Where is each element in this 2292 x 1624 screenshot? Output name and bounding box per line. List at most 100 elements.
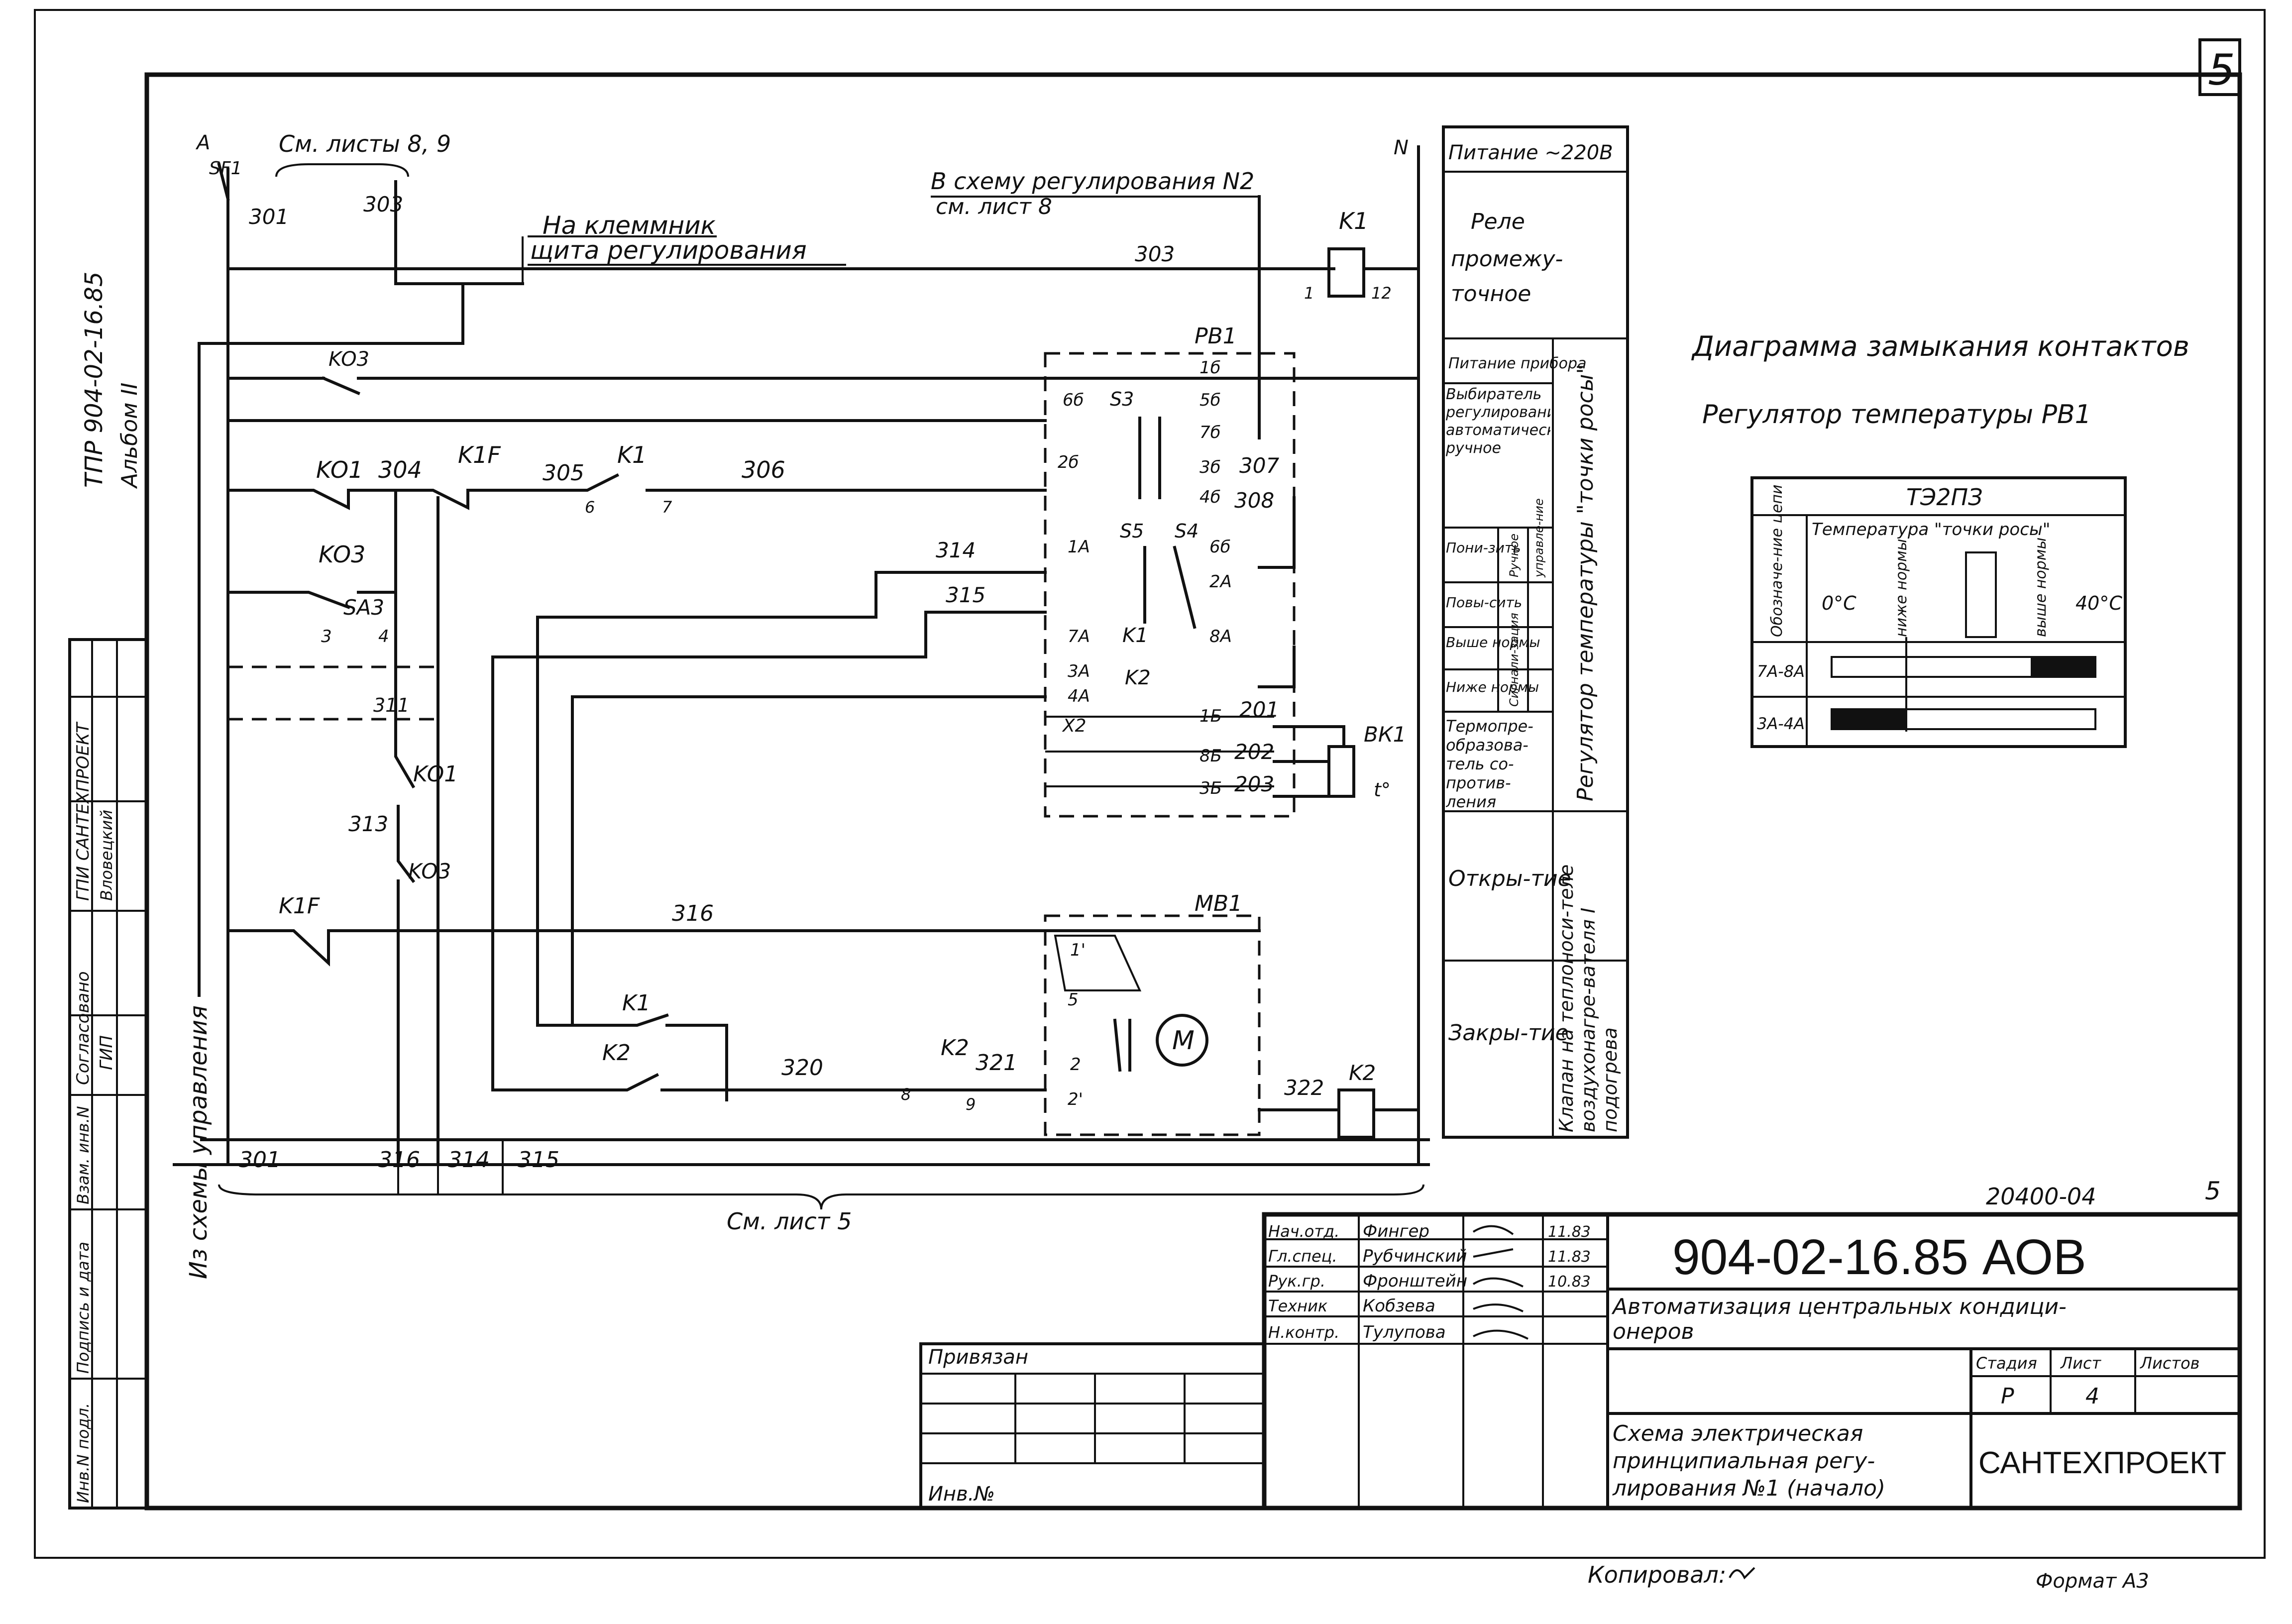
rv1-k1-label: K1 xyxy=(1122,624,1148,647)
motor-circle xyxy=(1156,1014,1208,1067)
k1-contact-label: K1 xyxy=(617,441,647,468)
sf1-label: SF1 xyxy=(209,158,242,179)
inner-frame xyxy=(144,72,2242,1511)
t40-label: 40°С xyxy=(2075,592,2122,614)
rv1-regulator-block: РВ1 1б 5б 7б 3б 4б 6б 2А 8А 1А 7А 3А 4А … xyxy=(1044,324,1296,818)
wire-314: 314 xyxy=(936,538,976,562)
k1-pin-1: 1 xyxy=(1304,284,1314,303)
bk1-sensor xyxy=(1327,745,1355,798)
legend-column: Питание ~220В Реле промежу- точное Питан… xyxy=(1442,125,1629,1139)
pin-6: 6 xyxy=(585,498,595,517)
stamp-title-2: принципиальная регу- xyxy=(1613,1448,1875,1474)
album-label: Альбом II xyxy=(117,383,142,489)
k1-out-label: K1 xyxy=(622,990,651,1016)
sa3-pin-4: 4 xyxy=(378,627,389,647)
legend-relay-2: промежу- xyxy=(1451,246,1563,272)
stamp-title-1: Схема электрическая xyxy=(1613,1421,1863,1446)
copier-signature xyxy=(1729,1567,1755,1580)
legend-regulator: Регулятор температуры "точки росы" xyxy=(1573,364,1598,801)
legend-selector: Выбиратель регулирования автоматическое … xyxy=(1446,386,1550,457)
wire-304: 304 xyxy=(378,456,422,483)
stamp-org: САНТЕХПРОЕКТ xyxy=(1978,1446,2226,1480)
stamp-object-1: Автоматизация центральных кондици- xyxy=(1611,1294,2067,1319)
mv1-label: МВ1 xyxy=(1195,891,1242,916)
contact-table-header: ТЭ2ПЗ xyxy=(1906,484,1983,511)
t0-label: 0°С xyxy=(1822,592,1856,614)
col-designation: Обозначе-ние цепи xyxy=(1768,484,1786,637)
bk1-label: ВК1 xyxy=(1364,722,1406,747)
role-0: Нач.отд. xyxy=(1268,1222,1339,1241)
legend-device-power: Питание прибора xyxy=(1448,355,1586,372)
legend-converter: Термопре-образова-тель со-против-ления xyxy=(1446,717,1533,811)
ko1-label: KO1 xyxy=(316,456,363,483)
name-4: Тулупова xyxy=(1363,1322,1446,1342)
wire-303-top: 303 xyxy=(363,192,403,217)
k1f-lower-label: K1F xyxy=(279,893,320,919)
legend-close: Закры-тие xyxy=(1448,1020,1569,1046)
rv1-t16: 2б xyxy=(1058,452,1079,472)
rv1-t3: 7б xyxy=(1200,423,1221,442)
gip-org: ГПИ САНТЕХПРОЕКТ xyxy=(73,722,93,901)
k1-coil xyxy=(1327,247,1365,298)
rv1-t7: 2А xyxy=(1209,572,1232,592)
s3-label: S3 xyxy=(1110,388,1134,410)
x2-label: X2 xyxy=(1062,716,1087,736)
k2-coil-label: K2 xyxy=(1349,1061,1376,1085)
date-0: 11.83 xyxy=(1548,1223,1591,1241)
sheet-value: 4 xyxy=(2085,1384,2099,1409)
s5-label: S5 xyxy=(1120,520,1144,542)
signatures xyxy=(1472,1225,1528,1340)
sa3-label: SA3 xyxy=(343,595,384,620)
page-above-stamp: 5 xyxy=(2205,1177,2221,1205)
rv1-t12: 4А xyxy=(1068,686,1090,706)
mv1-pin-5: 5 xyxy=(1068,990,1079,1010)
wire-201: 201 xyxy=(1239,697,1279,722)
legend-manual-2: управле-ние xyxy=(1532,498,1546,578)
row-3a-4a: 3А-4А xyxy=(1757,714,1805,733)
bus-n-label: N xyxy=(1394,136,1409,159)
stage-label: Стадия xyxy=(1976,1354,2037,1373)
mv1-pin-1p: 1' xyxy=(1070,940,1086,960)
legend-lower: Пони-зить xyxy=(1446,540,1521,556)
format-label: Формат А3 xyxy=(2036,1570,2149,1593)
bottom-wire-315: 315 xyxy=(518,1147,559,1173)
contact-diagram-subtitle: Регулятор температуры РВ1 xyxy=(1702,400,2091,430)
legend-relay-3: точное xyxy=(1451,281,1531,307)
legend-power: Питание ~220В xyxy=(1448,141,1613,164)
k2-contact-label: K2 xyxy=(941,1035,969,1061)
bus-a-label: A xyxy=(195,131,210,154)
rv1-t17: 6б xyxy=(1063,390,1084,410)
name-2: Фронштейн xyxy=(1363,1271,1467,1291)
sheets-label: Листов xyxy=(2140,1354,2200,1373)
stamp-title-3: лирования №1 (начало) xyxy=(1612,1476,1885,1501)
wire-315: 315 xyxy=(946,583,985,607)
rv1-k2-label: K2 xyxy=(1125,666,1151,689)
ko1-lower-label: KO1 xyxy=(413,761,458,787)
wire-305: 305 xyxy=(543,460,584,486)
reg-scheme-2: см. лист 8 xyxy=(936,194,1052,219)
copied-by: Копировал: xyxy=(1588,1561,1726,1588)
below-label: ниже нормы xyxy=(1893,539,1910,637)
legend-signal: Сигнали-зация xyxy=(1507,613,1521,707)
ko3-top-label: KO3 xyxy=(328,348,369,371)
see-sheet-5: См. лист 5 xyxy=(727,1208,852,1235)
bottom-bracket xyxy=(218,1184,1424,1210)
k1-pin-12: 12 xyxy=(1371,284,1392,303)
k2-coil xyxy=(1337,1088,1375,1139)
wire-313: 313 xyxy=(348,812,388,836)
see-sheets-label: См. листы 8, 9 xyxy=(279,130,451,157)
date-2: 10.83 xyxy=(1548,1273,1591,1291)
role-1: Гл.спец. xyxy=(1268,1247,1337,1266)
legend-manual-1: Ручное xyxy=(1507,534,1521,577)
legend-selector-box: Выбиратель регулирования автоматическое … xyxy=(1446,386,1550,457)
bottom-wire-314: 314 xyxy=(448,1147,490,1173)
from-control-label: Из схемы управления xyxy=(185,1005,213,1279)
wire-306: 306 xyxy=(742,456,785,483)
sf1-switch xyxy=(217,162,230,201)
contact-diagram-title: Диаграмма замыкания контактов xyxy=(1691,330,2189,363)
contact-table: ТЭ2ПЗ Обозначе-ние цепи Температура "точ… xyxy=(1750,476,2127,748)
name-0: Фингер xyxy=(1363,1221,1429,1241)
sign-date-label: Подпись и дата xyxy=(74,1242,93,1374)
reg-scheme-1: В схему регулирования N2 xyxy=(931,168,1254,195)
